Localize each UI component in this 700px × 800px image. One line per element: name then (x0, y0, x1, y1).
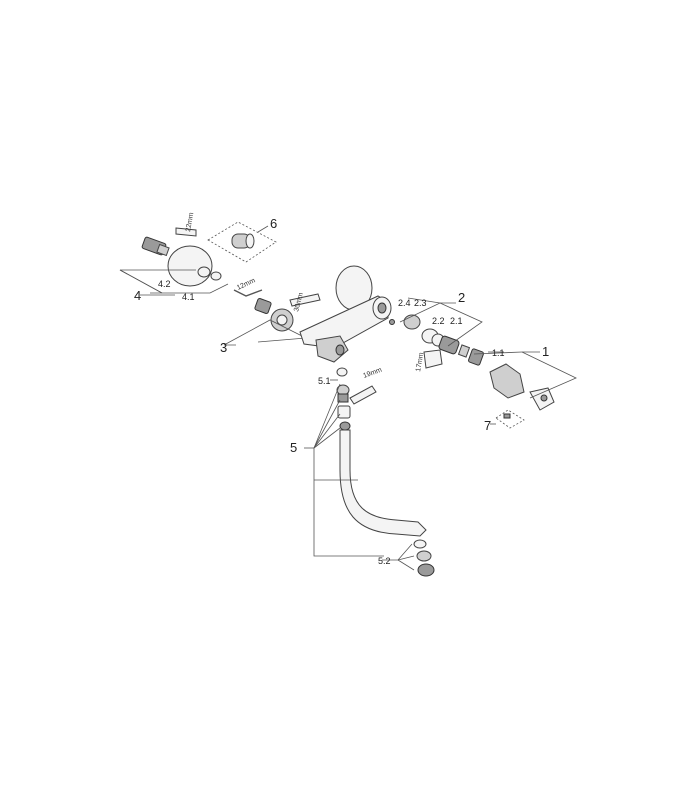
tool-wrench-22mm: 22mm (175, 212, 197, 237)
tool-hex-key-12mm: 12mm (233, 277, 263, 297)
tool-label-12mm: 12mm (236, 277, 257, 292)
tool-wrench-19mm: 19mm (349, 367, 383, 405)
leader-lines-3 (223, 319, 308, 346)
part-6-sleeve (207, 221, 277, 263)
label-6: 6 (270, 216, 277, 231)
leader-lines-2 (399, 297, 483, 347)
label-4: 4 (134, 288, 141, 303)
label-4-1: 4.1 (182, 292, 195, 302)
label-7: 7 (484, 418, 491, 433)
tool-label-22mm: 22mm (185, 212, 195, 233)
mixer-body (299, 265, 392, 363)
tool-wrench-30mm: 30mm (289, 292, 321, 313)
tool-label-30mm: 30mm (293, 292, 305, 313)
tool-label-19mm: 19mm (362, 367, 383, 380)
label-2-4: 2.4 (398, 298, 411, 308)
label-1-1: 1.1 (492, 348, 505, 358)
label-2: 2 (458, 290, 465, 305)
label-2-1: 2.1 (450, 316, 463, 326)
tool-label-17mm: 17mm (415, 352, 425, 373)
label-5-2: 5.2 (378, 556, 391, 566)
label-3: 3 (220, 340, 227, 355)
leader-lines-5 (304, 379, 384, 557)
part-1-handle (468, 348, 555, 411)
label-4-2: 4.2 (158, 279, 171, 289)
part-5-2-aerator (382, 539, 435, 577)
leader-lines-1 (473, 351, 577, 399)
part-4-connector (141, 236, 222, 287)
label-5-1: 5.1 (318, 376, 331, 386)
label-2-3: 2.3 (414, 298, 427, 308)
part-5-spout (336, 367, 427, 537)
leader-lines-4 (119, 269, 229, 296)
tool-wrench-17mm: 17mm (415, 349, 443, 373)
label-2-2: 2.2 (432, 316, 445, 326)
part-3-union (254, 298, 294, 332)
label-5: 5 (290, 440, 297, 455)
part-7-set (490, 409, 525, 429)
label-1: 1 (542, 344, 549, 359)
